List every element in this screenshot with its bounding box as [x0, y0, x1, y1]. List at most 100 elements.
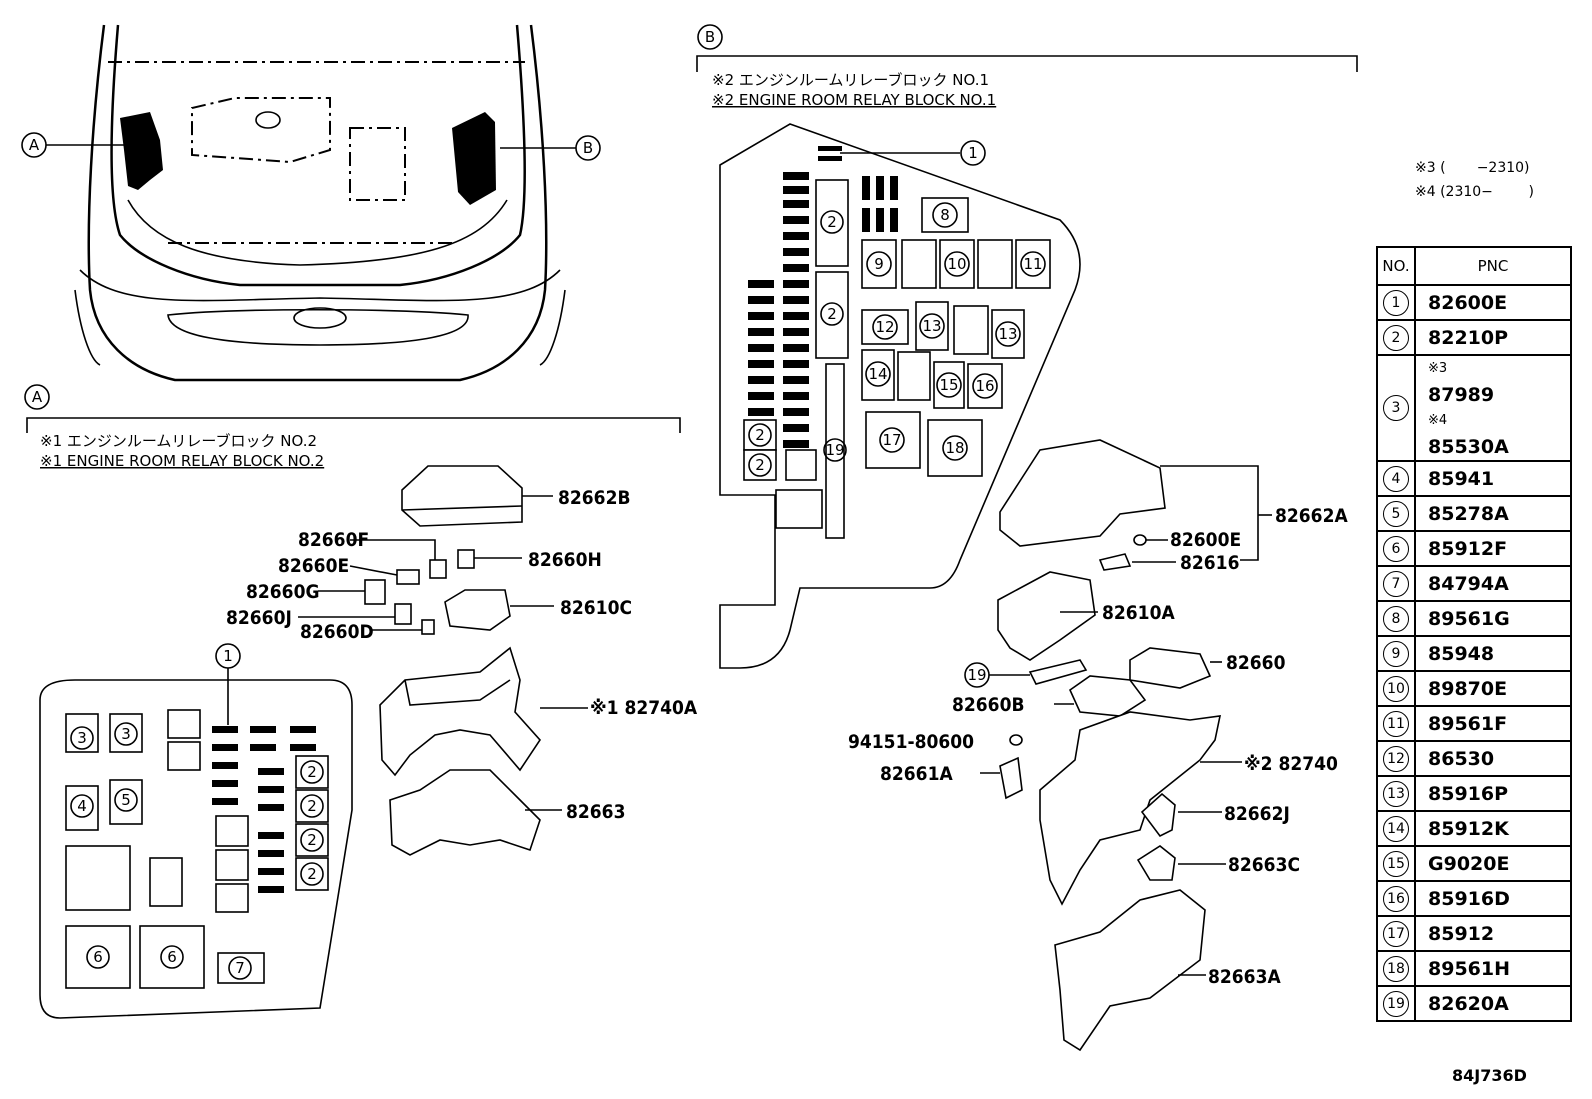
layout-a-num: 2 — [307, 763, 317, 781]
header-no: NO. — [1376, 246, 1416, 286]
section-b-tag: B — [705, 28, 715, 46]
row-pnc: 85916P — [1414, 775, 1572, 812]
row-no: 12 — [1383, 745, 1409, 772]
part-82662J: 82662J — [1224, 803, 1290, 825]
row-no: 9 — [1383, 640, 1409, 667]
block-b-title-en: ※2 ENGINE ROOM RELAY BLOCK NO.1 — [712, 91, 996, 109]
row-no: 2 — [1383, 324, 1409, 351]
layout-b-num: 19 — [825, 441, 844, 459]
variant-tag: ※4 — [1428, 413, 1448, 428]
part-82660G: 82660G — [246, 581, 320, 603]
row-pnc-variants: ※3 87989 ※4 85530A — [1414, 354, 1572, 462]
layout-a-num: 6 — [93, 948, 103, 966]
row-pnc: 82210P — [1414, 319, 1572, 356]
callout-b-label: B — [583, 139, 593, 157]
callout-a-label: A — [29, 136, 40, 154]
row-no: 14 — [1383, 815, 1409, 842]
part-19-tag: 19 — [967, 666, 986, 684]
layout-a-num: 2 — [307, 865, 317, 883]
part-82661A: 82661A — [880, 763, 953, 785]
part-82663A: 82663A — [1208, 966, 1281, 988]
part-82610A: 82610A — [1102, 602, 1175, 624]
table-row: 3 ※3 87989 ※4 85530A — [1376, 354, 1572, 462]
part-82660F: 82660F — [298, 529, 369, 551]
part-82740A: ※1 82740A — [590, 697, 698, 719]
layout-a-num: 2 — [307, 831, 317, 849]
row-no: 6 — [1383, 535, 1409, 562]
part-82660J: 82660J — [226, 607, 292, 629]
part-82663C: 82663C — [1228, 854, 1300, 876]
part-82662B: 82662B — [558, 487, 631, 509]
part-82660B: 82660B — [952, 694, 1025, 716]
row-pnc: 86530 — [1414, 740, 1572, 777]
row-pnc: 89561H — [1414, 950, 1572, 987]
layout-b-num: 2 — [755, 456, 765, 474]
row-no: 19 — [1383, 990, 1409, 1017]
note-3: ※3 ( −2310) — [1415, 160, 1530, 176]
section-a-tag: A — [32, 388, 43, 406]
part-82660E: 82660E — [278, 555, 349, 577]
row-no: 7 — [1383, 570, 1409, 597]
part-82660D: 82660D — [300, 621, 374, 643]
row-no: 17 — [1383, 920, 1409, 947]
row-no: 18 — [1383, 955, 1409, 982]
block-a-title-jp: ※1 エンジンルームリレーブロック NO.2 — [40, 432, 317, 450]
part-82662A: 82662A — [1275, 505, 1348, 527]
layout-b-num: 17 — [882, 431, 901, 449]
layout-b-num: 13 — [922, 317, 941, 335]
header-pnc: PNC — [1414, 246, 1572, 286]
layout-b-num: 9 — [874, 255, 884, 273]
row-pnc: 85278A — [1414, 495, 1572, 532]
layout-b-num: 2 — [755, 426, 765, 444]
layout-b-num: 12 — [875, 318, 894, 336]
row-no: 16 — [1383, 885, 1409, 912]
year-notes: ※3 ( −2310) ※4 (2310− ) — [1415, 156, 1534, 204]
row-no: 3 — [1383, 395, 1409, 421]
layout-a-num: 1 — [223, 647, 233, 665]
relay-block-no2-section: A ※1 エンジンルームリレーブロック NO.2 ※1 ENGINE ROOM … — [24, 384, 698, 1019]
row-pnc: 85912 — [1414, 915, 1572, 952]
row-no: 1 — [1383, 289, 1409, 316]
layout-a-num: 2 — [307, 797, 317, 815]
vehicle-overview: A B — [21, 24, 601, 382]
row-pnc: 85912K — [1414, 810, 1572, 847]
row-pnc: 89561F — [1414, 705, 1572, 742]
part-82616: 82616 — [1180, 552, 1239, 574]
row-pnc: 85912F — [1414, 530, 1572, 567]
part-94151-80600: 94151-80600 — [848, 731, 974, 753]
layout-b-num: 15 — [939, 376, 958, 394]
diagram-code: 84J736D — [1452, 1066, 1527, 1085]
part-82660H: 82660H — [528, 549, 602, 571]
part-82610C: 82610C — [560, 597, 632, 619]
row-no: 8 — [1383, 605, 1409, 632]
layout-a-num: 3 — [121, 725, 131, 743]
row-pnc: 82600E — [1414, 284, 1572, 321]
layout-b-num: 1 — [968, 144, 978, 162]
part-82740: ※2 82740 — [1244, 753, 1338, 775]
row-no: 5 — [1383, 500, 1409, 527]
row-pnc: 87989 — [1428, 384, 1495, 406]
row-no: 4 — [1383, 465, 1409, 492]
layout-b-num: 14 — [868, 365, 887, 383]
row-pnc: 84794A — [1414, 565, 1572, 602]
layout-a-num: 6 — [167, 948, 177, 966]
row-pnc: 85916D — [1414, 880, 1572, 917]
row-pnc: 89561G — [1414, 600, 1572, 637]
